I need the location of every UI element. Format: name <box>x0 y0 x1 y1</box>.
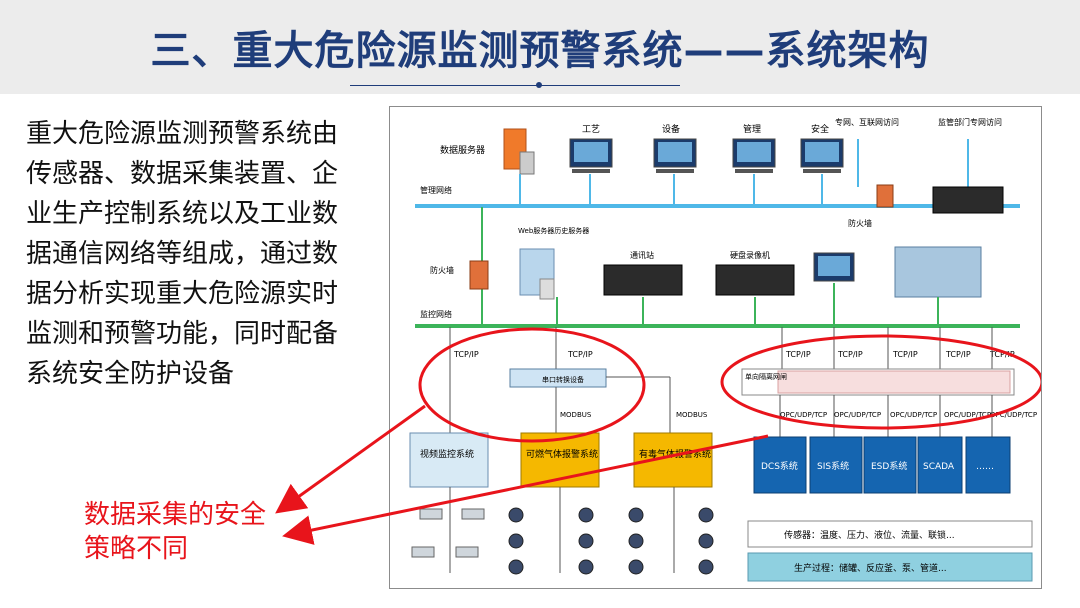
control-system-label: DCS系统 <box>761 460 798 472</box>
tcpip-label: TCP/IP <box>989 350 1015 359</box>
firewall-icon <box>876 184 894 208</box>
architecture-svg: 数据服务器 工艺 设备 管理 安全 专网、互联网访问 监管部门专网访问 管理网络… <box>409 117 1044 582</box>
monitor-icon <box>732 138 776 173</box>
monitor-icon <box>800 138 844 173</box>
sensors-box <box>747 520 1033 548</box>
sensors-label: 传感器：温度、压力、液位、流量、联锁... <box>784 529 955 541</box>
video-wall-icon <box>894 246 982 298</box>
nvr-icon <box>715 264 795 296</box>
scada-box <box>917 436 963 494</box>
server-rack-icon <box>932 186 1004 214</box>
web-server-icon <box>519 248 555 300</box>
control-system-label: …… <box>976 462 994 472</box>
arrow-to-note <box>275 404 426 514</box>
opc-label: OPC/UDP/TCP <box>834 411 881 419</box>
opc-label: OPC/UDP/TCP <box>890 411 937 419</box>
monitor-icon <box>653 138 697 173</box>
tcpip-label: TCP/IP <box>837 350 863 359</box>
sis-box <box>809 436 863 494</box>
tcpip-label: TCP/IP <box>892 350 918 359</box>
isolation-gateway-label: 单向隔离网闸 <box>745 372 787 381</box>
more-box <box>965 436 1011 494</box>
terminal-label: 设备 <box>662 123 680 135</box>
arrow-to-note <box>282 434 769 545</box>
combustible-gas-label: 可燃气体报警系统 <box>526 448 598 460</box>
isolation-gateway-hatch <box>777 370 1011 394</box>
opc-label: OPC/UDP/TCP <box>944 411 991 419</box>
nvr-label: 硬盘录像机 <box>730 250 770 260</box>
tcpip-label: TCP/IP <box>453 350 479 359</box>
tcpip-label: TCP/IP <box>945 350 971 359</box>
tcpip-label: TCP/IP <box>785 350 811 359</box>
regulator-access-label: 监管部门专网访问 <box>938 117 1002 127</box>
video-system-box <box>409 432 489 488</box>
callout-note: 数据采集的安全策略不同 <box>84 500 267 564</box>
process-box <box>747 552 1033 582</box>
firewall-icon <box>469 260 489 290</box>
highlight-ellipse <box>418 327 646 443</box>
comm-station-label: 通讯站 <box>630 250 654 260</box>
control-system-label: SCADA <box>923 462 955 472</box>
title-underline <box>350 85 680 86</box>
title-underline-dot <box>536 82 542 88</box>
data-server-icon <box>503 128 535 175</box>
modbus-label: MODBUS <box>560 411 592 419</box>
architecture-diagram: 数据服务器 工艺 设备 管理 安全 专网、互联网访问 监管部门专网访问 管理网络… <box>389 106 1044 589</box>
opc-label: OPC/UDP/TCP <box>990 411 1037 419</box>
video-system-label: 视频监控系统 <box>420 448 474 460</box>
title-bar <box>0 0 1080 94</box>
data-server-label: 数据服务器 <box>440 144 485 156</box>
process-label: 生产过程：储罐、反应釜、泵、管道... <box>794 562 947 574</box>
serial-converter-icon <box>509 368 607 388</box>
description-text: 重大危险源监测预警系统由传感器、数据采集装置、企业生产控制系统以及工业数据通信网… <box>26 119 339 389</box>
modbus-label: MODBUS <box>676 411 708 419</box>
control-system-label: ESD系统 <box>871 460 907 472</box>
internet-access-label: 专网、互联网访问 <box>835 117 899 127</box>
monitor-icon <box>569 138 613 173</box>
gas-detector-icon <box>508 507 714 575</box>
page-title: 三、重大危险源监测预警系统——系统架构 <box>150 28 930 74</box>
control-system-label: SIS系统 <box>817 460 849 472</box>
esd-box <box>863 436 917 494</box>
dcs-box <box>753 436 807 494</box>
comm-station-icon <box>603 264 683 296</box>
mgmt-network-label: 管理网络 <box>420 185 452 195</box>
opc-label: OPC/UDP/TCP <box>780 411 827 419</box>
monitor-network-label: 监控网络 <box>420 309 452 319</box>
terminal-label: 安全 <box>811 123 829 135</box>
firewall-top-label: 防火墙 <box>848 218 872 228</box>
firewall-left-label: 防火墙 <box>430 265 454 275</box>
camera-icon <box>411 508 485 558</box>
tcpip-label: TCP/IP <box>567 350 593 359</box>
terminal-label: 管理 <box>743 123 761 135</box>
serial-device-label: 串口转换设备 <box>542 375 584 384</box>
terminal-label: 工艺 <box>582 124 600 135</box>
web-server-label: Web服务器历史服务器 <box>518 226 589 235</box>
monitor-icon <box>813 252 855 282</box>
